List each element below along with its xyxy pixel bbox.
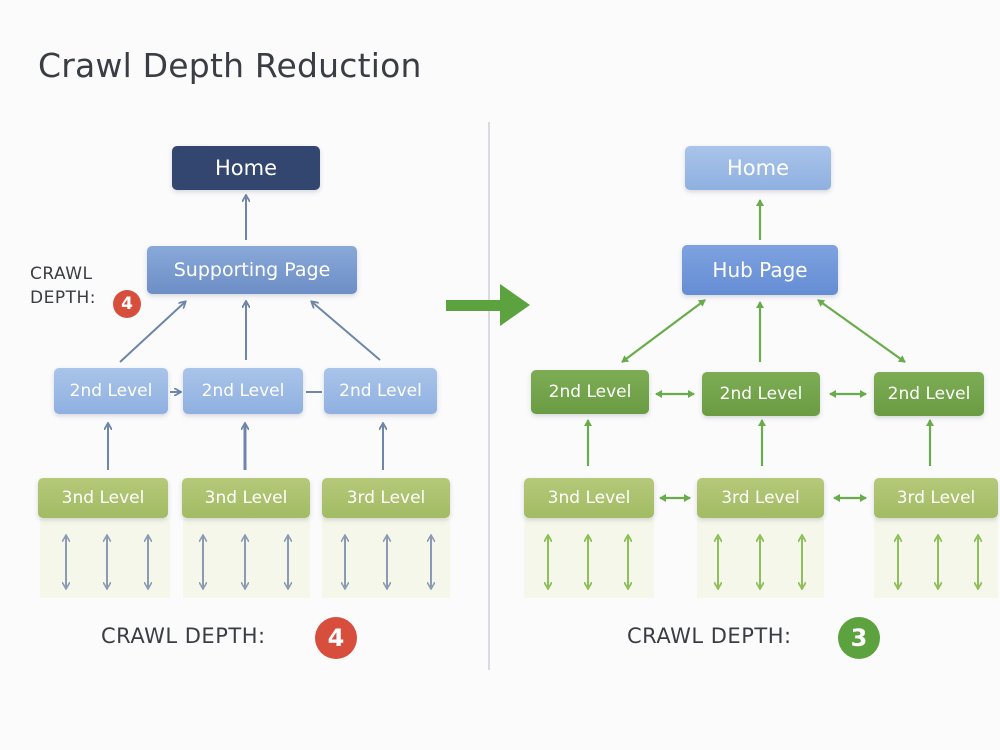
left-level3-node-1: 3nd Level xyxy=(38,478,168,518)
transition-arrow xyxy=(446,284,530,326)
left-side-depth-badge: 4 xyxy=(113,290,141,318)
right-level2-node-3: 2nd Level xyxy=(874,372,984,416)
left-arrow-l2a-supporting xyxy=(119,302,185,363)
right-level3-node-3: 3rd Level xyxy=(874,478,998,518)
right-arrow-hub-l2c xyxy=(817,299,906,363)
left-level2-node-1: 2nd Level xyxy=(54,368,168,414)
left-level3-node-2: 3nd Level xyxy=(182,478,310,518)
left-depth-label: CRAWL DEPTH: xyxy=(101,624,266,648)
left-level2-node-3: 2nd Level xyxy=(324,368,437,414)
right-level2-node-2: 2nd Level xyxy=(702,372,820,416)
left-side-depth-label: CRAWL DEPTH: xyxy=(30,262,96,310)
left-home-node: Home xyxy=(172,146,320,190)
side-label-line1: CRAWL xyxy=(30,264,93,284)
panel-divider xyxy=(488,122,490,670)
right-home-node: Home xyxy=(685,146,831,190)
right-level3-node-1: 3nd Level xyxy=(524,478,654,518)
right-depth-badge: 3 xyxy=(838,617,880,659)
left-level3-node-3: 3rd Level xyxy=(322,478,450,518)
left-arrow-l2c-supporting xyxy=(312,302,381,361)
left-supporting-page-node: Supporting Page xyxy=(147,246,357,294)
left-depth-badge: 4 xyxy=(315,617,357,659)
diagram-title: Crawl Depth Reduction xyxy=(38,46,422,85)
right-level3-node-2: 3rd Level xyxy=(697,478,824,518)
right-hub-page-node: Hub Page xyxy=(682,245,838,295)
right-arrow-hub-l2a xyxy=(621,299,706,363)
left-level2-node-2: 2nd Level xyxy=(183,368,303,414)
right-level2-node-1: 2nd Level xyxy=(531,370,649,414)
side-label-line2: DEPTH: xyxy=(30,288,96,308)
right-depth-label: CRAWL DEPTH: xyxy=(627,624,792,648)
